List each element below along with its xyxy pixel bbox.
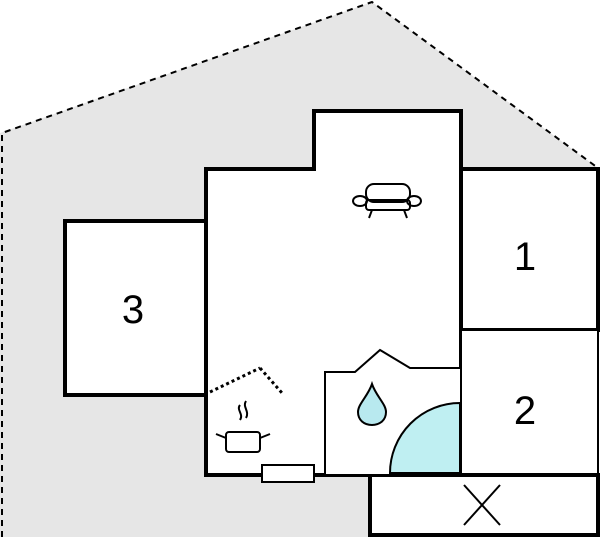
room-1-label: 1	[514, 235, 536, 279]
cooking-pot-icon	[215, 400, 271, 453]
water-drop-icon	[356, 380, 388, 427]
sofa-icon	[352, 183, 422, 219]
room-2-label: 2	[514, 389, 536, 433]
terrace-x-icon	[463, 484, 501, 526]
terrace	[368, 473, 600, 537]
room-3	[63, 219, 208, 397]
shower-icon	[388, 401, 461, 474]
door-icon	[261, 464, 315, 483]
room-2	[460, 329, 599, 476]
room-3-label: 3	[122, 288, 144, 332]
